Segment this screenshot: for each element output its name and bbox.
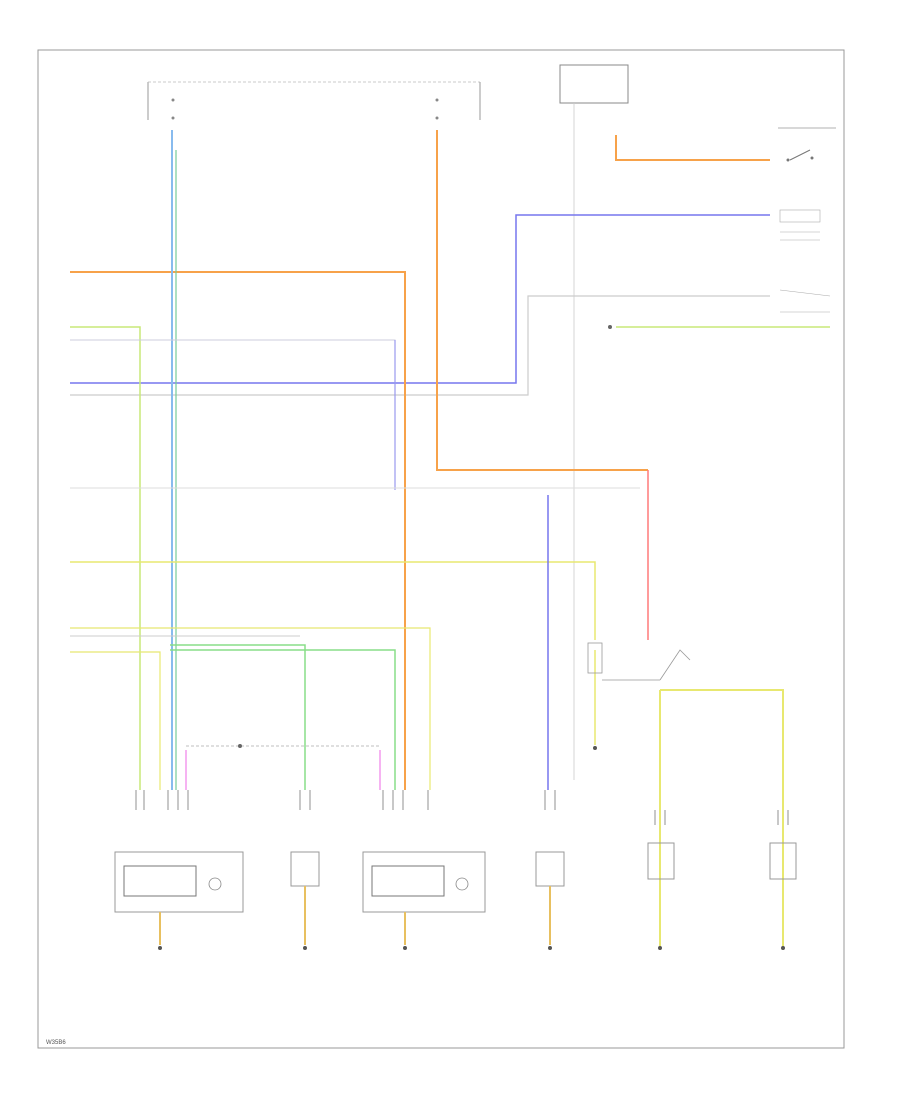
fuse-block-left [147,81,481,120]
wire-orange-left [70,271,406,790]
connector-ticks [135,790,789,825]
wire-green-650 [170,649,396,790]
relay-block [587,642,691,750]
wire-orange-top [615,135,770,161]
wire-yellow-628 [70,627,431,790]
connector-stack-right [608,209,831,329]
wire-yellow-562 [70,561,596,640]
wire-grey [70,295,770,396]
switch-symbol [778,127,836,162]
ground-points [158,946,785,950]
control-module-top-right [559,64,629,780]
wire-green-645 [170,644,306,790]
wire-yellow-652 [70,651,161,790]
lamp-far-right-2 [769,842,797,880]
wire-yellow-lamps [659,689,784,950]
lamp-far-right-1 [647,842,675,880]
headlamp-module-right [362,851,486,945]
wire-yellow-green-left [70,326,141,790]
diagram-frame [37,49,845,1049]
diagram-code: W35B6 [46,1040,66,1046]
headlamp-module-left [114,851,244,945]
wire-orange-center [436,130,648,471]
lamp-right-small [535,851,565,945]
lamp-left-small [290,851,320,945]
wire-grey-340 [70,339,396,490]
wire-blue [70,214,770,384]
